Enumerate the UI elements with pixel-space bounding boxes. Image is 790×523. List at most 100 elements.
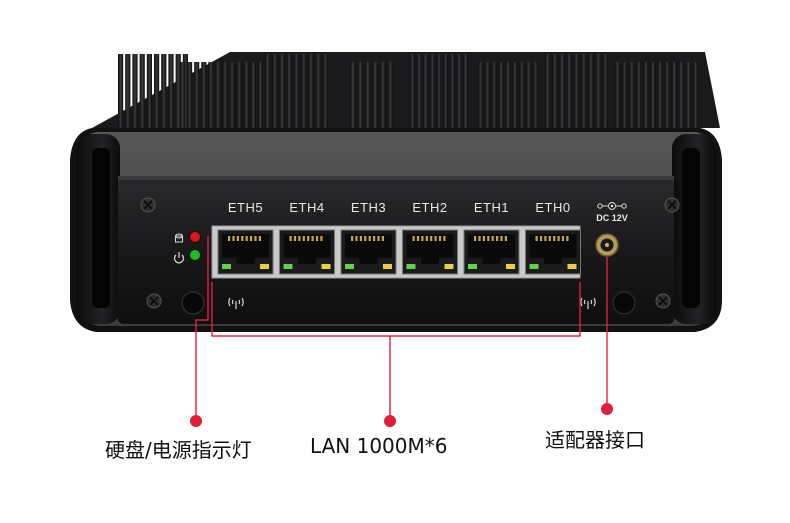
heatsink-fin — [257, 62, 263, 180]
lan-port-eth1[interactable] — [463, 229, 520, 275]
heatsink-fin — [545, 54, 551, 180]
heatsink-fin — [410, 54, 415, 180]
heatsink-fin — [643, 62, 649, 180]
port-label: ETH2 — [412, 200, 447, 215]
port-label: ETH0 — [535, 200, 570, 215]
heatsink-fin — [286, 54, 292, 180]
port-label: ETH4 — [289, 200, 324, 215]
lan-port-eth2[interactable] — [402, 229, 458, 275]
heatsink-fin — [456, 54, 462, 180]
port-led-link — [345, 264, 354, 269]
heatsink-fin — [588, 54, 594, 180]
power-icon — [173, 252, 185, 264]
heatsink-fin — [430, 54, 435, 180]
heatsink-fin — [229, 62, 235, 180]
port-led-link — [468, 264, 477, 269]
lan-port-eth0[interactable] — [525, 229, 581, 275]
heatsink-fin — [168, 54, 174, 180]
right-button[interactable] — [612, 291, 636, 315]
heatsink-fin — [526, 62, 532, 180]
heatsink-fin — [243, 62, 249, 180]
heatsink-fin — [315, 54, 321, 180]
heatsink-fin — [372, 62, 378, 180]
heatsink-fin — [436, 54, 442, 180]
screw-icon — [655, 293, 671, 309]
hdd-led — [189, 231, 201, 243]
hdd-icon — [175, 233, 183, 243]
port-led-activity — [444, 264, 454, 269]
heatsink-fin — [615, 62, 621, 180]
port-led-link — [222, 264, 231, 269]
heatsink-fin — [222, 62, 228, 180]
heatsink-fin — [450, 54, 455, 180]
lan-callout-label: LAN 1000M*6 — [310, 434, 448, 458]
heatsink-fin — [622, 62, 628, 180]
heatsink-fin — [272, 54, 278, 180]
heatsink-fin — [194, 62, 200, 180]
heatsink-fin — [463, 54, 468, 180]
heatsink-fin — [175, 54, 181, 180]
led-callout-label: 硬盘/电源指示灯 — [105, 438, 252, 462]
power-led — [189, 249, 201, 261]
heatsink-fin — [139, 54, 145, 180]
lan-port-eth5[interactable] — [217, 229, 274, 275]
callout-lines — [195, 236, 608, 420]
heatsink-fin — [293, 54, 300, 180]
heatsink-fin — [215, 62, 221, 180]
heatsink-fin — [308, 54, 314, 180]
heatsink-fin — [380, 62, 386, 180]
lan-bracket-line — [211, 282, 581, 337]
heatsink-fin — [491, 62, 497, 180]
heatsink-fin — [132, 54, 138, 180]
heatsink-fin — [519, 62, 525, 180]
port-label: ETH3 — [351, 200, 386, 215]
heatsink-fin — [602, 54, 608, 180]
dc-label: DC 12V — [596, 213, 628, 223]
port-led-activity — [260, 264, 269, 269]
heatsink-fin — [423, 54, 428, 180]
heatsink-fin — [182, 54, 188, 180]
screw-icon — [140, 197, 156, 213]
led-callout-dot — [190, 415, 202, 427]
heatsink-fin — [265, 54, 271, 180]
port-led-activity — [567, 264, 577, 269]
heatsink-fin — [629, 62, 635, 180]
heatsink-fin — [650, 62, 656, 180]
heatsink-fin — [416, 54, 422, 180]
screw-icon — [664, 197, 680, 213]
heatsink-fin — [322, 54, 328, 180]
heatsink-fin — [387, 62, 393, 180]
port-led-link — [283, 264, 293, 269]
heatsink-fin — [685, 62, 691, 180]
left-vent — [92, 148, 110, 308]
heatsink-fin — [154, 54, 160, 180]
heatsink-fin — [443, 54, 448, 180]
heatsink-fin — [671, 62, 677, 180]
heatsink-fin — [573, 54, 580, 180]
heatsink-fin — [664, 62, 670, 180]
heatsink-fin — [125, 54, 131, 180]
dc-power-jack[interactable] — [595, 233, 619, 257]
heatsink-fin — [566, 54, 572, 180]
heatsink-fin — [357, 62, 363, 180]
left-button[interactable] — [181, 291, 205, 315]
heatsink-fin — [505, 62, 511, 180]
right-vent — [682, 148, 700, 308]
port-led-link — [406, 264, 416, 269]
heatsink-fin — [187, 62, 193, 180]
lan-port-eth4[interactable] — [279, 229, 335, 275]
heatsink-fin — [161, 54, 167, 180]
heatsink-fin — [559, 54, 565, 180]
heatsink-fin — [581, 54, 587, 180]
port-led-activity — [506, 264, 515, 269]
wifi-antenna-icon — [228, 297, 244, 309]
dc-polarity-icon — [597, 202, 627, 210]
heatsink-fin — [279, 54, 285, 180]
port-led-activity — [383, 264, 392, 269]
dc-callout-dot — [601, 403, 613, 415]
lan-port-eth3[interactable] — [340, 229, 397, 275]
heatsink-fin — [350, 62, 356, 180]
heatsink-fin — [201, 62, 207, 180]
port-led-activity — [321, 264, 331, 269]
